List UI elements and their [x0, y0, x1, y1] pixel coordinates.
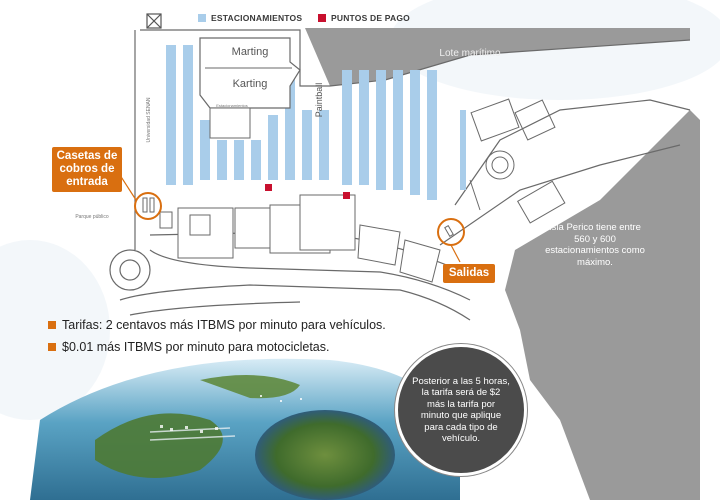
label-universidad: Universidad SENAN: [146, 97, 152, 142]
label-lote-maritimo: Lote marítimo: [439, 48, 501, 59]
legend-parking-label: ESTACIONAMIENTOS: [211, 13, 303, 23]
rate-vehicles: Tarifas: 2 centavos más ITBMS por minuto…: [48, 318, 386, 332]
entrance-toll-callout: Casetas de cobros de entrada: [52, 147, 122, 192]
legend-payment-label: PUNTOS DE PAGO: [331, 13, 410, 23]
label-karting: Karting: [233, 78, 268, 90]
legend-parking: ESTACIONAMIENTOS: [198, 13, 302, 23]
label-marting: Marting: [232, 46, 269, 58]
bullet-icon: [48, 343, 56, 351]
rate-motorcycles: $0.01 más ITBMS por minuto para motocicl…: [48, 340, 329, 354]
capacity-note: Isla Perico tiene entre 560 y 600 estaci…: [545, 222, 645, 268]
exits-callout: Salidas: [443, 264, 495, 283]
surcharge-info-circle: Posterior a las 5 horas, la tarifa será …: [395, 344, 527, 476]
label-estacionamientos-small: Estacionamientos: [216, 103, 248, 108]
payment-swatch-icon: [318, 14, 326, 22]
bullet-icon: [48, 321, 56, 329]
legend-payment: PUNTOS DE PAGO: [318, 13, 410, 23]
label-parque: Parque público: [75, 214, 109, 220]
surcharge-info-text: Posterior a las 5 horas, la tarifa será …: [412, 375, 510, 445]
parking-swatch-icon: [198, 14, 206, 22]
rate-vehicles-text: Tarifas: 2 centavos más ITBMS por minuto…: [62, 318, 386, 332]
aerial-photo: [30, 358, 460, 500]
label-paintball: Paintball: [314, 83, 324, 118]
rate-motorcycles-text: $0.01 más ITBMS por minuto para motocicl…: [62, 340, 330, 354]
